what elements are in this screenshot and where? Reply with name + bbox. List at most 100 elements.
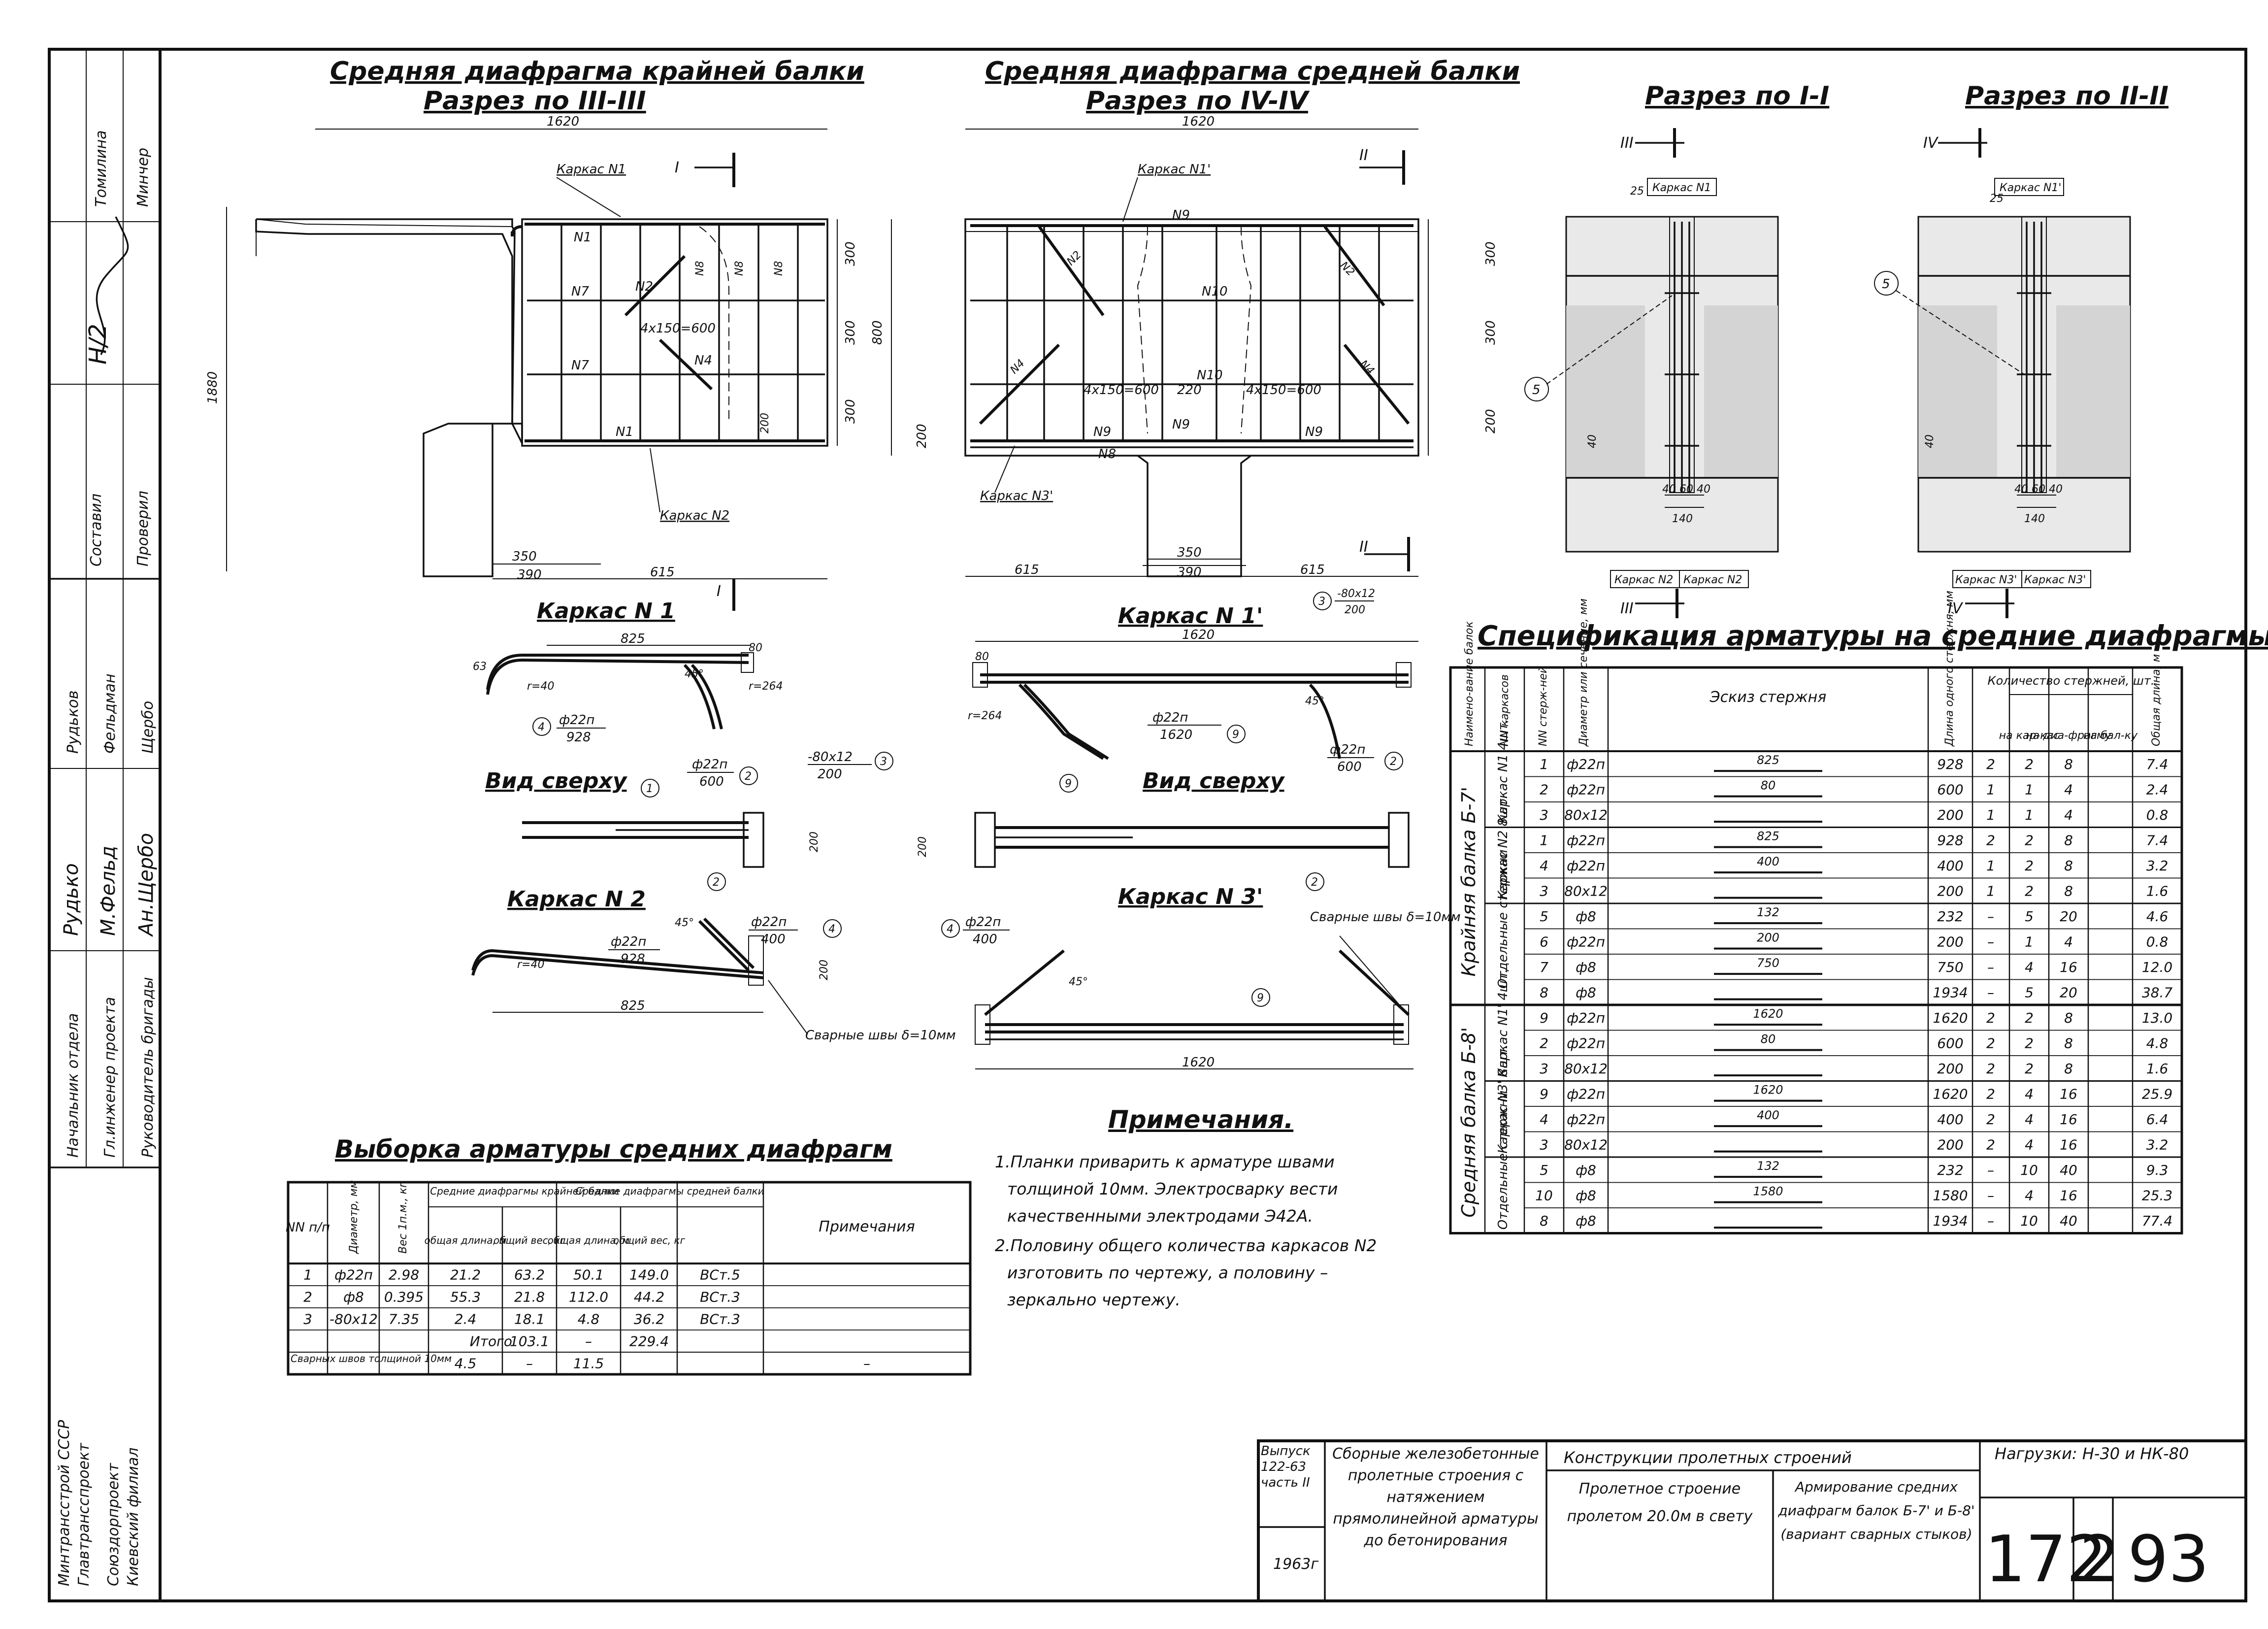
sample-cell: 4.8	[578, 1311, 600, 1327]
bar-n10-b: N10	[1197, 368, 1223, 383]
sample-header-weight: Вес 1п.м., кг	[397, 1182, 409, 1254]
stamp-check-3: Томилина	[93, 131, 110, 207]
spec-cell-diam: ф22п	[1567, 832, 1605, 849]
sample-total-outer: 103.1	[510, 1333, 549, 1349]
spec-cell-diam: 80x12	[1564, 883, 1608, 899]
spec-cell-sketch: 1620	[1753, 1083, 1783, 1097]
spec-beam-label: Средняя балка Б-8'	[1458, 1027, 1479, 1218]
bar-22-928: ф22п	[559, 713, 594, 728]
stamp-org-3: Союздорпроект	[105, 1463, 122, 1586]
top-view-title: Вид сверху	[485, 768, 628, 794]
spec-cell-diam: ф8	[1576, 1213, 1596, 1229]
spec-frame-label: Отдельные стержни	[1496, 849, 1511, 989]
spec-cell-total: 4.6	[2146, 908, 2169, 925]
spec-cell-total: 77.4	[2142, 1213, 2172, 1229]
spec-cell-diam: ф22п	[1567, 1086, 1605, 1102]
spec-cell-diam: ф22п	[1567, 1010, 1605, 1026]
top-view-mid: Вид сверху 9 200 2	[917, 768, 1410, 891]
sample-total-label: Итого	[470, 1333, 512, 1349]
spec-cell-total: 7.4	[2146, 832, 2169, 849]
spec-cell-per-beam: 16	[2060, 1188, 2077, 1204]
r-40: r=40	[527, 680, 554, 693]
dim-300-c: 300	[843, 399, 858, 424]
dim-140: 140	[1672, 513, 1693, 525]
spec-cell-per-frame: 2	[1986, 756, 1995, 772]
mark-II-b: II	[1359, 538, 1368, 556]
callout-5-b: 5	[1882, 277, 1890, 292]
spec-cell-per-beam: 4	[2064, 934, 2073, 950]
sample-total-dash: –	[585, 1333, 592, 1349]
spec-cell-per-beam: 8	[2064, 756, 2073, 772]
dim-25: 25	[1630, 185, 1644, 198]
spec-cell-total: 4.8	[2146, 1035, 2169, 1052]
top-view-left: Вид сверху 1 -80x12 200 3 2 200	[485, 750, 893, 891]
bar-n9: N9	[1172, 208, 1190, 223]
sec2-title: Разрез по II-II	[1965, 81, 2169, 111]
spec-cell-per-beam: 8	[2064, 883, 2073, 899]
mark-II: II	[1359, 147, 1368, 164]
mark-I: I	[675, 159, 679, 176]
spec-cell-len: 928	[1937, 832, 1963, 849]
sample-cell: 21.8	[514, 1289, 545, 1305]
sample-sub-header: общая длина, м	[548, 1234, 630, 1246]
frame3p-title: Каркас N 3'	[1118, 884, 1263, 909]
dim-800: 800	[870, 320, 885, 345]
spec-cell-per-diaph: 4	[2025, 1137, 2034, 1153]
dim-350-b: 350	[1177, 545, 1202, 560]
bar-n4-m2: N4	[1357, 358, 1377, 377]
dim-220: 220	[1177, 383, 1202, 398]
spec-cell-len: 200	[1937, 934, 1963, 950]
dim-80-b: 80	[975, 651, 989, 663]
dim-300-b: 300	[843, 320, 858, 345]
dim-4x150-b: 4x150=600	[1084, 383, 1159, 398]
spec-cell-len: 232	[1937, 908, 1963, 925]
spec-header-diam: Диаметр или сечение, мм	[1578, 598, 1590, 747]
spec-cell-n: 3	[1540, 807, 1548, 823]
frame-n3p-drawing: Каркас N 3' 4 ф22п 400 45° 9 Сварные швы…	[941, 884, 1461, 1070]
spec-sub-beam: на бал-ку	[2083, 730, 2138, 742]
spec-title: Спецификация арматуры на средние диафраг…	[1478, 620, 2268, 652]
callout-4: 4	[538, 721, 545, 733]
bar-n7: N7	[571, 284, 589, 299]
bar-928-b: 928	[621, 952, 645, 966]
spec-cell-len: 1620	[1933, 1086, 1968, 1102]
spec-frame-label: Каркас N1' 4шт.	[1496, 969, 1511, 1077]
spec-cell-n: 8	[1540, 985, 1548, 1001]
dim-4x150: 4x150=600	[640, 321, 716, 336]
spec-cell-per-diaph: 4	[2025, 1086, 2034, 1102]
spec-cell-per-beam: 16	[2060, 1111, 2077, 1128]
callout-3: 3	[880, 756, 887, 768]
sample-cell: 149.0	[629, 1266, 669, 1283]
sample-header-notes: Примечания	[819, 1218, 915, 1235]
spec-cell-sketch: 1620	[1753, 1007, 1783, 1021]
bar-n1: N1	[574, 230, 592, 245]
spec-cell-len: 400	[1937, 858, 1963, 874]
bar-n9-b: N9	[1172, 417, 1190, 432]
spec-cell-total: 25.3	[2142, 1188, 2172, 1204]
dim-615-c: 615	[1300, 563, 1325, 577]
spec-cell-sketch: 200	[1757, 931, 1779, 945]
sample-cell: -80x12	[329, 1311, 378, 1327]
spec-cell-per-frame: –	[1987, 1213, 1994, 1229]
spec-cell-sketch: 1580	[1753, 1185, 1783, 1198]
side-stamp-border	[48, 48, 162, 1602]
spec-cell-per-diaph: 2	[2025, 1010, 2034, 1026]
bar-928: 928	[566, 730, 591, 745]
tb-desc2-b: Армирование средних диафрагм балок Б-7' …	[1778, 1479, 1975, 1542]
spec-cell-per-diaph: 2	[2025, 1035, 2034, 1052]
dim-300-a: 300	[843, 241, 858, 266]
plate-80x12: -80x12	[808, 750, 853, 765]
sample-sub-header: общая длина, м	[425, 1234, 507, 1246]
bar-1620: 1620	[1160, 728, 1192, 742]
spec-cell-n: 4	[1540, 1111, 1548, 1128]
stamp-name-2: Фельдман	[101, 673, 119, 754]
dim-200-left: 200	[759, 413, 771, 433]
dim-40-s2: 40	[1924, 434, 1936, 448]
spec-header-total: Общая длина, м	[2150, 654, 2163, 746]
spec-cell-diam: ф22п	[1567, 1111, 1605, 1128]
spec-cell-per-diaph: 4	[2025, 1111, 2034, 1128]
spec-cell-sketch: 132	[1757, 1159, 1779, 1173]
spec-cell-sketch: 825	[1757, 753, 1779, 767]
spec-cell-n: 5	[1540, 1162, 1548, 1178]
mark-III-b: III	[1620, 600, 1634, 617]
